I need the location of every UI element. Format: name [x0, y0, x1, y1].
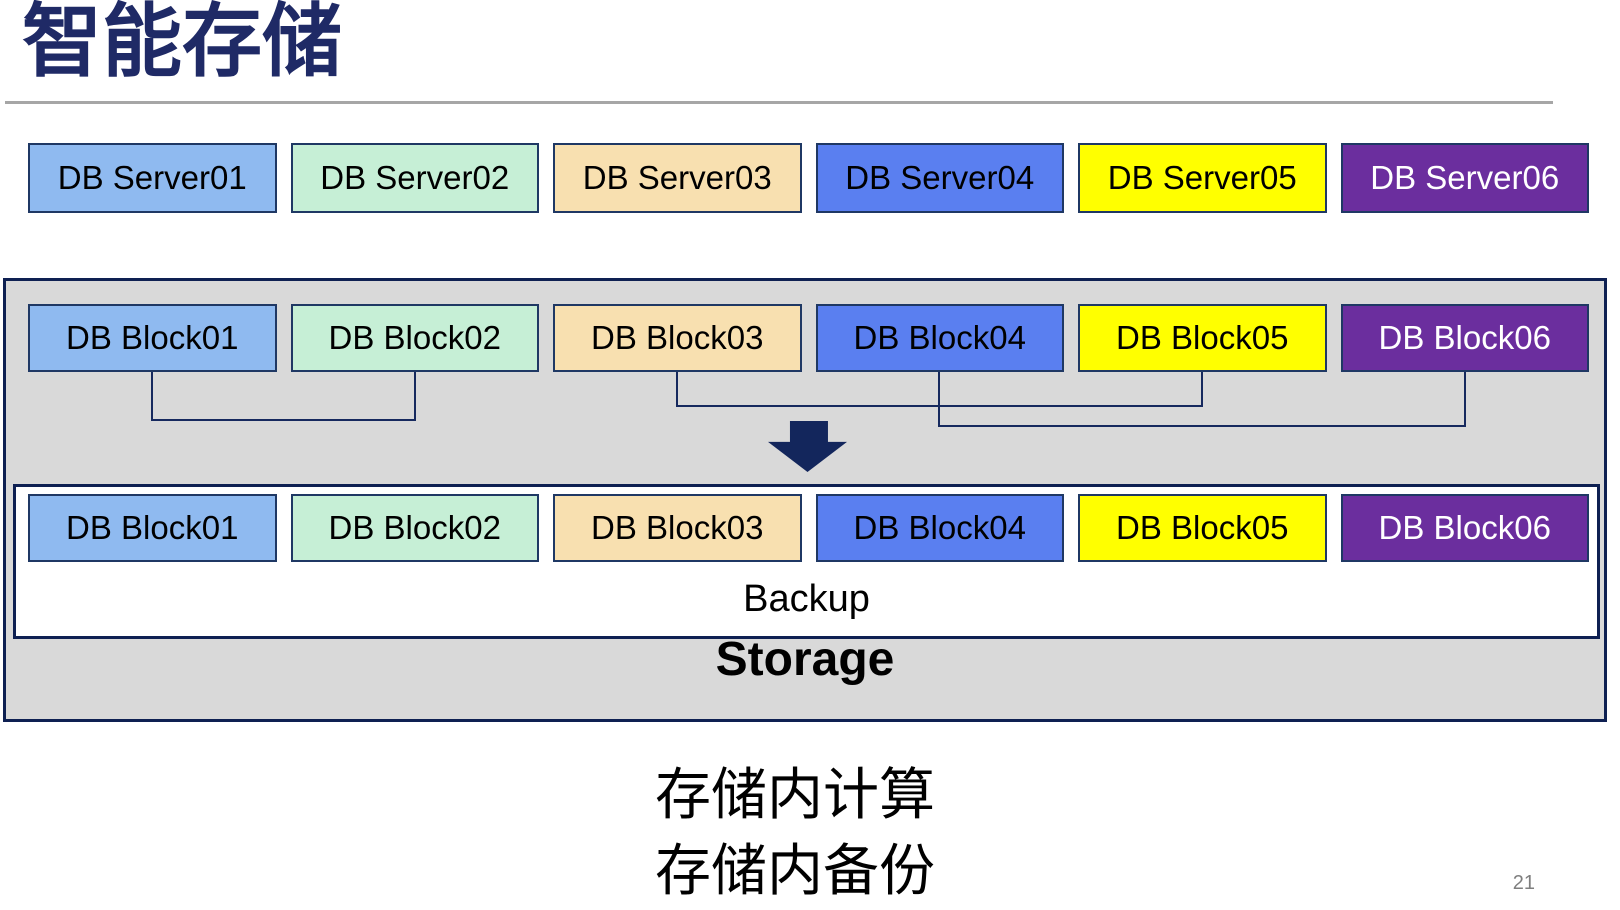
db-server-box: DB Server06 [1340, 143, 1589, 213]
db-block-box: DB Block05 [1078, 304, 1327, 372]
db-block-box: DB Block03 [553, 304, 802, 372]
db-server-box: DB Server02 [290, 143, 539, 213]
db-server-box: DB Server04 [815, 143, 1064, 213]
db-block-box: DB Block06 [1340, 494, 1589, 562]
db-server-box: DB Server01 [28, 143, 277, 213]
db-block-box: DB Block05 [1078, 494, 1327, 562]
db-server-row: DB Server01 DB Server02 DB Server03 DB S… [28, 143, 1589, 213]
db-block-box: DB Block04 [815, 494, 1064, 562]
caption-line-2: 存储内备份 [655, 839, 935, 902]
db-block-box: DB Block06 [1340, 304, 1589, 372]
db-block-box: DB Block02 [290, 304, 539, 372]
db-block-box: DB Block03 [553, 494, 802, 562]
page-title: 智能存储 [22, 0, 342, 86]
db-block-lower-row: DB Block01 DB Block02 DB Block03 DB Bloc… [28, 494, 1589, 562]
page-number: 21 [1512, 872, 1535, 894]
caption-text: 存储内计算 存储内备份 [655, 757, 935, 909]
title-divider [5, 101, 1553, 104]
db-block-box: DB Block01 [28, 304, 277, 372]
connector-block01-block02 [151, 372, 416, 421]
db-block-box: DB Block04 [815, 304, 1064, 372]
storage-label: Storage [715, 633, 895, 686]
db-server-box: DB Server03 [553, 143, 802, 213]
db-block-box: DB Block02 [290, 494, 539, 562]
db-block-box: DB Block01 [28, 494, 277, 562]
connector-block04-block06 [938, 372, 1466, 427]
db-server-box: DB Server05 [1078, 143, 1327, 213]
backup-label: Backup [743, 578, 870, 620]
db-block-upper-row: DB Block01 DB Block02 DB Block03 DB Bloc… [28, 304, 1589, 372]
caption-line-1: 存储内计算 [655, 763, 935, 826]
backup-box [13, 484, 1600, 639]
